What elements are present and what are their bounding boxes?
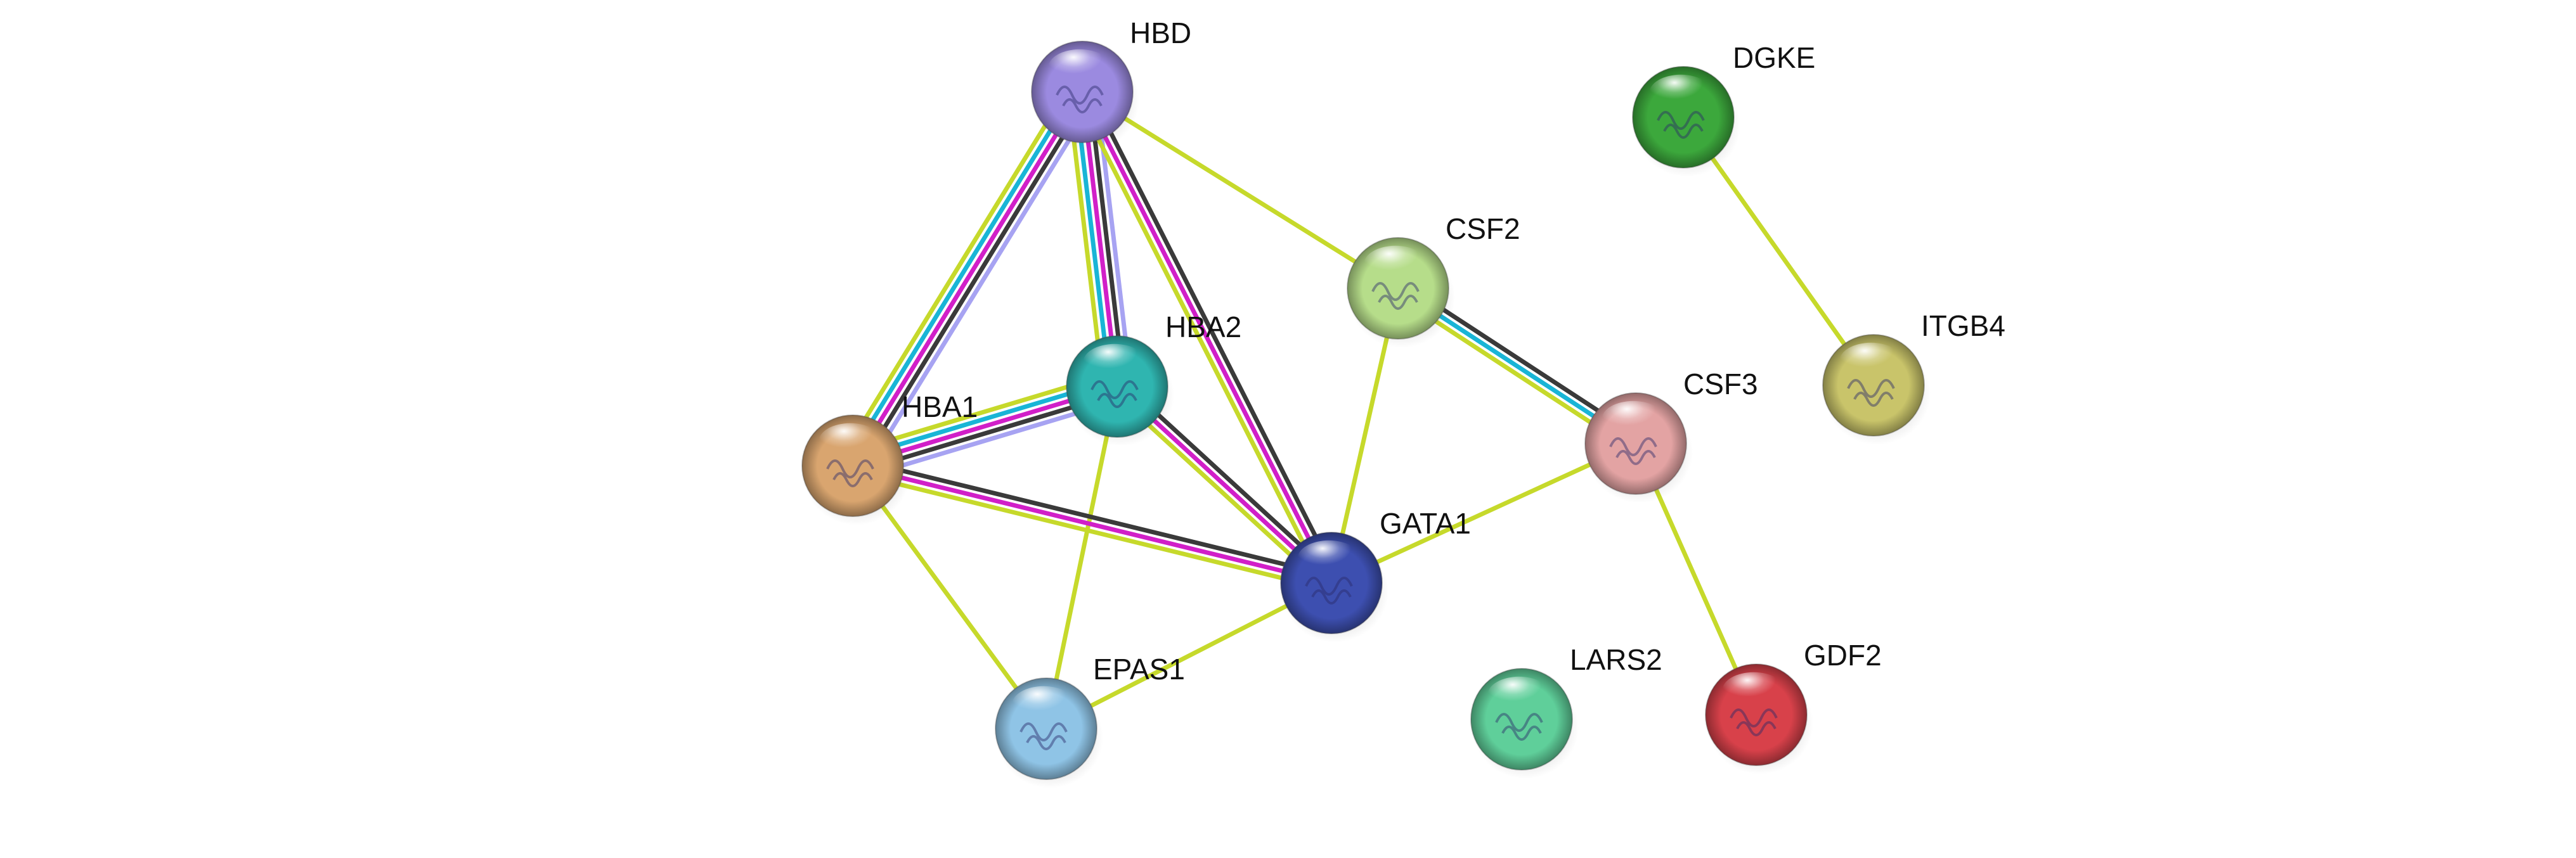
edge-line-textmining: [1044, 580, 1334, 731]
edge-GATA1-CSF3[interactable]: [1329, 441, 1638, 586]
node-label: EPAS1: [1093, 653, 1185, 686]
edge-HBD-CSF2[interactable]: [1080, 89, 1401, 291]
edge-GATA1-EPAS1[interactable]: [1044, 580, 1334, 731]
node-highlight: [1839, 342, 1903, 380]
edge-HBA1-GATA1[interactable]: [848, 456, 1336, 592]
edge-line-experiments: [850, 463, 1334, 586]
edge-line-experiments: [850, 89, 1085, 468]
node-dgke[interactable]: DGKE: [1632, 41, 1815, 177]
node-highlight: [1012, 686, 1075, 723]
node-highlight: [1083, 343, 1146, 381]
node-label: CSF2: [1446, 212, 1520, 245]
node-highlight: [819, 423, 882, 460]
edge-line-coexpression: [1086, 86, 1340, 582]
node-label: HBA1: [902, 390, 978, 423]
edge-line-textmining: [1080, 89, 1401, 291]
node-hba1[interactable]: HBA1: [801, 390, 978, 525]
node-lars2[interactable]: LARS2: [1470, 643, 1662, 779]
edge-HBD-GATA1[interactable]: [1073, 86, 1340, 589]
node-label: DGKE: [1733, 41, 1815, 74]
node-hba2[interactable]: HBA2: [1066, 311, 1241, 446]
node-itgb4[interactable]: ITGB4: [1822, 309, 2005, 445]
edge-line-homology: [862, 97, 1097, 476]
node-gdf2[interactable]: GDF2: [1705, 639, 1882, 774]
edge-line-coexpression: [856, 93, 1091, 472]
node-gata1[interactable]: GATA1: [1280, 507, 1471, 643]
node-highlight: [1649, 74, 1712, 112]
node-epas1[interactable]: EPAS1: [995, 653, 1185, 788]
node-label: GDF2: [1804, 639, 1882, 672]
edge-line-textmining: [848, 470, 1332, 592]
edge-line-textmining: [1329, 441, 1638, 586]
node-hbd[interactable]: HBD: [1031, 16, 1191, 151]
node-label: GATA1: [1380, 507, 1471, 540]
node-label: HBD: [1130, 16, 1191, 49]
node-label: CSF3: [1683, 368, 1758, 400]
node-label: HBA2: [1165, 311, 1241, 343]
node-csf2[interactable]: CSF2: [1347, 212, 1520, 348]
edge-line-textmining: [838, 82, 1073, 461]
node-highlight: [1364, 245, 1427, 283]
edge-HBD-HBA1[interactable]: [838, 82, 1097, 476]
edge-line-textmining: [1073, 93, 1328, 589]
edge-line-coexpression: [852, 456, 1336, 579]
node-highlight: [1722, 672, 1785, 709]
node-csf3[interactable]: CSF3: [1584, 368, 1758, 503]
node-highlight: [1602, 400, 1665, 438]
node-highlight: [1297, 540, 1361, 577]
node-label: ITGB4: [1921, 309, 2005, 342]
edge-line-experiments: [1080, 89, 1334, 586]
node-highlight: [1048, 49, 1111, 86]
edge-line-database: [845, 86, 1079, 464]
node-highlight: [1487, 676, 1551, 714]
node-label: LARS2: [1570, 643, 1662, 676]
